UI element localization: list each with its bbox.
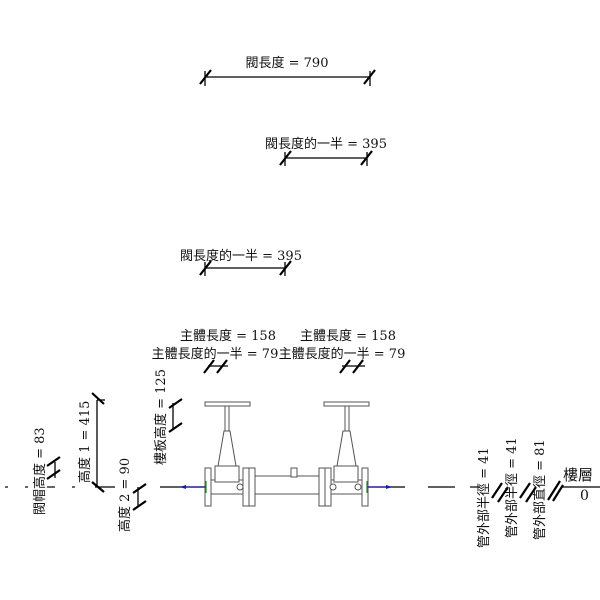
body-length-label-left: 主體長度 = 158	[180, 328, 276, 344]
body-length-label-right: 主體長度 = 158	[300, 328, 396, 344]
half-body-length-label-right: 主體長度的一半 = 79	[279, 346, 406, 362]
valve-length-label: 閥長度 = 790	[246, 55, 329, 71]
pipe-outer-radius-dimension-1[interactable]: 管外部半徑 = 41	[477, 447, 509, 548]
body-length-dimension-left[interactable]: 主體長度 = 158 主體長度的一半 = 79	[152, 328, 279, 374]
pipe-connector-left[interactable]	[180, 481, 207, 493]
slab-height-dimension[interactable]: 樓板高度 = 125	[153, 369, 183, 465]
pipe-outer-radius-dimension-2[interactable]: 管外部半徑 = 41	[505, 437, 537, 538]
bonnet-height-label: 閥帽高度 = 83	[32, 427, 48, 515]
height-1-dimension[interactable]: 高度 1 = 415	[77, 392, 105, 493]
pipe-outer-diameter-label: 管外部直徑 = 81	[533, 439, 548, 540]
half-valve-length-dimension-top[interactable]: 閥長度的一半 = 395	[265, 136, 387, 166]
valve-length-dimension[interactable]: 閥長度 = 790	[199, 55, 376, 86]
half-body-length-label-left: 主體長度的一半 = 79	[152, 346, 279, 362]
pipe-outer-radius-label-2: 管外部半徑 = 41	[505, 437, 520, 538]
level-name: 樓層	[563, 466, 593, 484]
half-valve-length-dimension-bottom[interactable]: 閥長度的一半 = 395	[180, 248, 302, 276]
height-2-dimension[interactable]: 高度 2 = 90	[117, 458, 147, 532]
pipe-outer-diameter-dimension[interactable]: 管外部直徑 = 81	[533, 439, 564, 540]
half-valve-length-label-bottom: 閥長度的一半 = 395	[180, 248, 302, 264]
pipe-connector-right[interactable]	[366, 481, 392, 493]
half-valve-length-label-top: 閥長度的一半 = 395	[265, 136, 387, 152]
body-length-dimension-right[interactable]: 主體長度 = 158 主體長度的一半 = 79	[279, 328, 406, 374]
bonnet-height-dimension[interactable]: 閥帽高度 = 83	[32, 427, 61, 515]
slab-height-label: 樓板高度 = 125	[153, 369, 169, 465]
pipe-outer-radius-label-1: 管外部半徑 = 41	[477, 447, 492, 548]
level-value: 0	[580, 488, 589, 504]
valve-body[interactable]	[204, 401, 370, 507]
level-marker[interactable]: 樓層 0	[563, 466, 593, 504]
height-2-label: 高度 2 = 90	[117, 458, 133, 532]
height-1-label: 高度 1 = 415	[77, 401, 93, 483]
